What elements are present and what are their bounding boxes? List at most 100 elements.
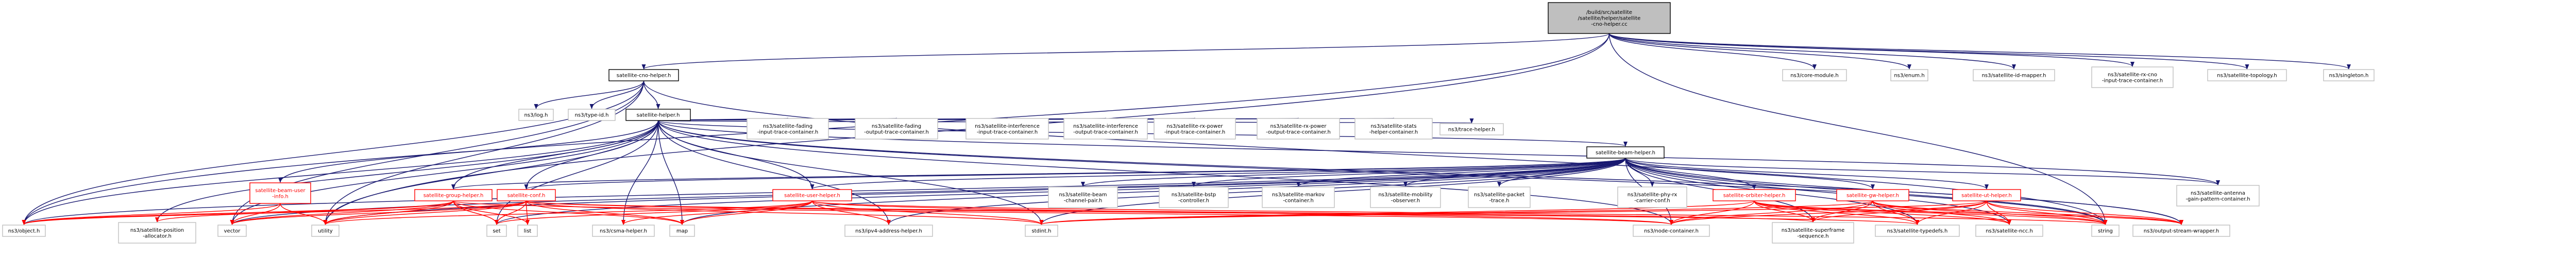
node-orbiter-helper[interactable]: satellite-orbiter-helper.h: [1713, 189, 1796, 201]
node-label: -allocator.h: [143, 233, 172, 239]
node-ut-helper[interactable]: satellite-ut-helper.h: [1952, 189, 2021, 201]
edge-root-to-id_mapper: [1608, 33, 2016, 70]
edge-sat_helper-to-position_alloc: [155, 120, 659, 222]
node-label: list: [524, 229, 532, 234]
edge-beam_helper-to-user_helper: [810, 158, 1626, 190]
node-beam-helper[interactable]: satellite-beam-helper.h: [1586, 146, 1665, 159]
node-label: ns3/node-container.h: [1644, 229, 1699, 234]
node-superframe-seq: ns3/satellite-superframe-sequence.h: [1772, 222, 1854, 244]
node-rxpow-output: ns3/satellite-rx-power-output-trace-cont…: [1257, 118, 1340, 140]
edge-ut_helper-to-ncc: [1986, 200, 2011, 225]
node-trace-helper: ns3/trace-helper.h: [1439, 123, 1504, 135]
node-topology: ns3/satellite-topology.h: [2207, 69, 2287, 81]
edge-root-to-core_module: [1608, 33, 1817, 70]
edge-user_helper-to-csma_helper: [621, 200, 813, 225]
node-label: ns3/log.h: [524, 113, 548, 118]
node-label: satellite-beam-user: [255, 188, 306, 194]
node-label: ns3/satellite-rx-power: [1167, 124, 1224, 129]
edge-user_helper-to-node_container: [811, 200, 1673, 225]
node-label: ns3/satellite-typedefs.h: [1887, 229, 1948, 234]
node-label: ns3/output-stream-wrapper.h: [2144, 229, 2219, 234]
node-beam-user-info[interactable]: satellite-beam-user-info.h: [249, 182, 311, 204]
edge-cno_helper_h-to-type_id: [589, 80, 645, 109]
node-label: ns3/satellite-id-mapper.h: [1982, 73, 2046, 79]
node-ipv4-addr: ns3/ipv4-address-helper.h: [844, 225, 933, 237]
node-label: set: [493, 229, 500, 234]
node-label: -output-trace-container.h: [1073, 129, 1138, 135]
edge-sat_helper-to-string: [657, 120, 2108, 225]
node-label: -carrier-conf.h: [1634, 198, 1670, 203]
edge-gw_helper-to-ncc: [1872, 200, 2011, 225]
edge-orbiter_helper-to-stdint: [1040, 200, 1755, 225]
file-nodes: /build/src/satellite/satellite/helper/sa…: [2, 2, 2375, 244]
node-label: ns3/satellite-superframe: [1782, 228, 1845, 233]
node-label: /satellite/helper/satellite: [1578, 16, 1641, 22]
node-antenna-gain: ns3/satellite-antenna-gain-pattern-conta…: [2176, 185, 2260, 207]
node-typedefs: ns3/satellite-typedefs.h: [1875, 225, 1960, 237]
edge-orbiter_helper-to-superframe_seq: [1754, 200, 1815, 222]
edge-conf_h-to-utility: [323, 200, 527, 225]
edge-conf_h-to-list: [525, 200, 530, 225]
node-utility: utility: [311, 225, 340, 237]
node-label: -channel-pair.h: [1064, 198, 1103, 203]
edge-root-to-string: [1608, 33, 2108, 225]
edge-orbiter_helper-to-output_stream: [1754, 200, 2183, 225]
node-label: ns3/type-id.h: [575, 113, 609, 118]
node-label: stdint.h: [1031, 229, 1051, 234]
node-root[interactable]: /build/src/satellite/satellite/helper/sa…: [1548, 2, 1671, 34]
node-node-container: ns3/node-container.h: [1633, 225, 1710, 237]
edge-beam_helper-to-orbiter_helper: [1625, 158, 1756, 190]
node-label: ns3/satellite-beam: [1059, 192, 1107, 198]
node-stdint: stdint.h: [1025, 225, 1058, 237]
node-gw-helper[interactable]: satellite-gw-helper.h: [1836, 189, 1909, 201]
edge-ut_helper-to-superframe_seq: [1811, 200, 1987, 222]
node-label: ns3/satellite-antenna: [2191, 191, 2245, 196]
node-label: -sequence.h: [1797, 233, 1828, 239]
edge-sat_helper-to-vector: [230, 120, 659, 225]
node-label: /build/src/satellite: [1586, 10, 1632, 15]
edge-ut_helper-to-node_container: [1669, 200, 1987, 225]
node-singleton: ns3/singleton.h: [2323, 69, 2375, 81]
node-rx-cno-input: ns3/satellite-rx-cno-input-trace-contain…: [2091, 66, 2174, 88]
node-fading-output: ns3/satellite-fading-output-trace-contai…: [855, 118, 938, 140]
node-interf-input: ns3/satellite-interference-input-trace-c…: [965, 118, 1049, 140]
edge-orbiter_helper-to-node_container: [1669, 200, 1755, 225]
node-label: ns3/satellite-rx-cno: [2108, 72, 2157, 78]
node-label: -observer.h: [1391, 198, 1420, 203]
node-map: map: [669, 225, 695, 237]
node-set: set: [486, 225, 507, 237]
node-user-helper[interactable]: satellite-user-helper.h: [772, 189, 852, 201]
node-sat-helper[interactable]: satellite-helper.h: [625, 109, 691, 121]
edge-beam_helper-to-beam_channel_pair: [1081, 158, 1626, 187]
node-label: -trace.h: [1489, 198, 1510, 203]
edge-sat_helper-to-stdint: [657, 120, 1044, 225]
node-label: ns3/object.h: [8, 229, 40, 234]
node-label: ns3/satellite-ncc.h: [1986, 229, 2033, 234]
node-label: vector: [224, 229, 241, 234]
node-enum: ns3/enum.h: [1890, 69, 1928, 81]
node-label: ns3/singleton.h: [2329, 73, 2369, 79]
node-object-h: ns3/object.h: [2, 225, 46, 237]
node-id-mapper: ns3/satellite-id-mapper.h: [1973, 69, 2055, 81]
edge-beam_user_info-to-object_h: [22, 203, 281, 225]
node-cno-helper-h[interactable]: satellite-cno-helper.h: [608, 69, 679, 81]
node-label: ns3/satellite-topology.h: [2217, 73, 2277, 79]
node-conf-h[interactable]: satellite-conf.h: [497, 189, 556, 201]
node-csma-helper: ns3/csma-helper.h: [592, 225, 655, 237]
node-label: ns3/trace-helper.h: [1448, 127, 1495, 133]
edge-conf_h-to-object_h: [22, 200, 527, 225]
edge-ut_helper-to-output_stream: [1986, 200, 2183, 225]
node-label: satellite-gw-helper.h: [1846, 193, 1899, 199]
node-markov-container: ns3/satellite-markov-container.h: [1262, 186, 1335, 208]
edge-ut_helper-to-typedefs: [1915, 200, 1987, 225]
node-label: satellite-ut-helper.h: [1961, 193, 2012, 199]
edge-ut_helper-to-stdint: [1040, 200, 1987, 225]
node-label: -input-trace-container.h: [977, 129, 1038, 135]
node-label: -input-trace-container.h: [1164, 129, 1225, 135]
node-group-helper[interactable]: satellite-group-helper.h: [414, 189, 493, 201]
edge-beam_helper-to-antenna_gain: [1625, 158, 2220, 185]
node-phy-rx-carrier: ns3/satellite-phy-rx-carrier-conf.h: [1617, 186, 1687, 208]
node-beam-channel-pair: ns3/satellite-beam-channel-pair.h: [1048, 186, 1118, 208]
node-rxpow-input: ns3/satellite-rx-power-input-trace-conta…: [1154, 118, 1236, 140]
node-log: ns3/log.h: [518, 109, 554, 121]
